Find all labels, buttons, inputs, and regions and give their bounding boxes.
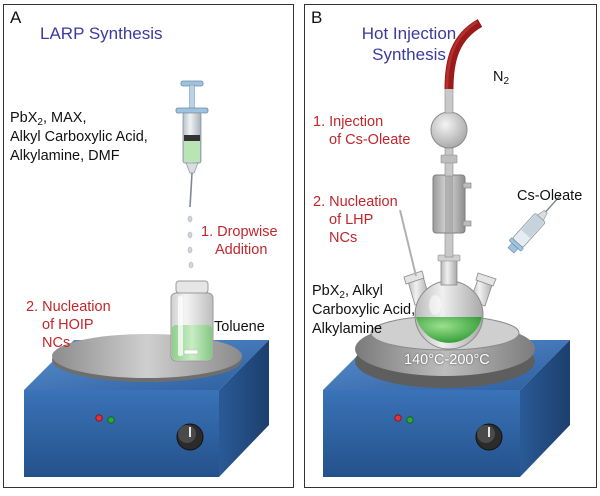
injection-needle xyxy=(399,209,417,277)
precursor-line-1: PbX2, Alkyl xyxy=(312,282,415,301)
vial-highlight xyxy=(178,296,183,356)
hotplate xyxy=(24,334,269,477)
nitrogen-label: N2 xyxy=(493,68,509,87)
indicator-green-light xyxy=(107,416,115,424)
step-2-nucleation: 2. Nucleation of LHP NCs xyxy=(313,193,398,247)
droplets xyxy=(187,215,194,269)
condenser-joint xyxy=(440,154,458,164)
syringe-needle xyxy=(189,172,193,208)
droplet xyxy=(187,215,193,223)
panel-title: Hot Injection Synthesis xyxy=(349,23,469,65)
right-neck-lip xyxy=(475,272,497,287)
lead-halide-subscript: 2 xyxy=(339,290,345,301)
precursor-line-2: Alkyl Carboxylic Acid, xyxy=(10,129,148,145)
step-1-dropwise-addition: 1. Dropwise Addition xyxy=(201,223,278,259)
precursor-line-1: PbX2, MAX, xyxy=(10,109,148,128)
indicator-red-light xyxy=(394,414,402,422)
droplet xyxy=(187,246,193,254)
panel-label: B xyxy=(311,8,323,27)
precursor-line-1-rest: , Alkyl xyxy=(344,283,383,299)
indicator-red-light xyxy=(95,414,103,422)
syringe-solution xyxy=(184,141,200,162)
step-1-line-1: 1. Dropwise xyxy=(201,224,278,240)
panel-title-line-2: Synthesis xyxy=(372,45,446,64)
lead-halide-subscript: 2 xyxy=(37,117,43,128)
panel-label: A xyxy=(10,8,22,27)
droplet xyxy=(187,231,193,239)
nitrogen-tube xyxy=(444,19,483,90)
nitrogen-subscript: 2 xyxy=(503,76,510,87)
step-1-injection: 1. Injection of Cs-Oleate xyxy=(313,113,410,149)
precursor-list: PbX2, Alkyl Carboxylic Acid, Alkylamine xyxy=(312,282,415,339)
hotplate-front xyxy=(24,390,219,477)
condenser-port-upper xyxy=(462,182,472,189)
step-2-line-3: NCs xyxy=(42,335,71,351)
vial-cap xyxy=(175,280,209,294)
droplet xyxy=(188,261,194,269)
hotplate-side xyxy=(219,340,269,477)
hotplate-side xyxy=(520,340,570,477)
step-1-line-1: 1. Injection xyxy=(313,114,384,130)
condenser xyxy=(430,86,472,258)
precursor-line-2: Carboxylic Acid, xyxy=(312,302,416,318)
step-2-line-1: 2. Nucleation xyxy=(26,299,111,315)
step-2-line-2: of HOIP xyxy=(42,317,94,333)
precursor-line-3: Alkylamine xyxy=(312,321,383,337)
step-2-line-3: NCs xyxy=(329,230,358,246)
precursor-line-3: Alkylamine, DMF xyxy=(10,148,120,164)
condenser-lower-stem xyxy=(444,229,454,258)
flask-solution xyxy=(416,317,482,343)
step-2-line-2: of LHP xyxy=(329,212,374,228)
reagent-label: Cs-Oleate xyxy=(517,188,583,204)
step-1-line-2: of Cs-Oleate xyxy=(329,132,411,148)
gas-bulb xyxy=(430,111,468,149)
hotplate-knob-cap xyxy=(477,425,495,443)
condenser-port-lower xyxy=(462,220,472,227)
syringe xyxy=(175,80,209,208)
condenser-inner-tube xyxy=(445,175,453,233)
solvent-label: Toluene xyxy=(214,319,265,335)
stir-bar xyxy=(183,349,199,355)
panel-title-line-1: Hot Injection xyxy=(361,24,457,43)
syringe-needle xyxy=(545,194,561,213)
indicator-green-light xyxy=(406,416,414,424)
panel-title: LARP Synthesis xyxy=(40,24,163,43)
temperature-label: 140°C-200°C xyxy=(404,352,490,368)
three-neck-flask xyxy=(403,254,497,350)
panel-b-artwork xyxy=(323,19,570,477)
panel-a-larp: A LARP Synthesis PbX2, MAX, Alkyl Carbox… xyxy=(3,4,294,488)
gas-inlet-stem xyxy=(444,86,454,114)
lead-halide: PbX xyxy=(10,110,38,126)
syringe-plunger xyxy=(189,84,195,111)
precursor-line-1-rest: , MAX, xyxy=(42,110,87,126)
step-2-line-1: 2. Nucleation xyxy=(313,194,398,210)
panel-b-hot-injection: B Hot Injection Synthesis N2 1. Injectio… xyxy=(304,4,597,488)
nitrogen-symbol: N xyxy=(493,69,504,85)
syringe-flange xyxy=(175,107,209,114)
step-1-line-2: Addition xyxy=(215,242,268,258)
panel-a-artwork xyxy=(24,80,269,477)
lead-halide: PbX xyxy=(312,283,340,299)
step-2-nucleation: 2. Nucleation of HOIP NCs xyxy=(26,298,111,352)
syringe-tip xyxy=(185,162,199,174)
hotplate-front xyxy=(323,390,520,477)
syringe-stopper xyxy=(184,135,200,141)
flask-highlight xyxy=(429,295,441,315)
precursor-list: PbX2, MAX, Alkyl Carboxylic Acid, Alkyla… xyxy=(10,109,148,166)
hotplate-knob-cap xyxy=(178,425,196,443)
vial xyxy=(170,280,214,362)
cs-oleate-syringe xyxy=(507,194,561,254)
syringe-tip xyxy=(536,210,548,221)
nitrogen-tube-highlight xyxy=(445,20,478,90)
syringe-solution xyxy=(521,213,545,239)
